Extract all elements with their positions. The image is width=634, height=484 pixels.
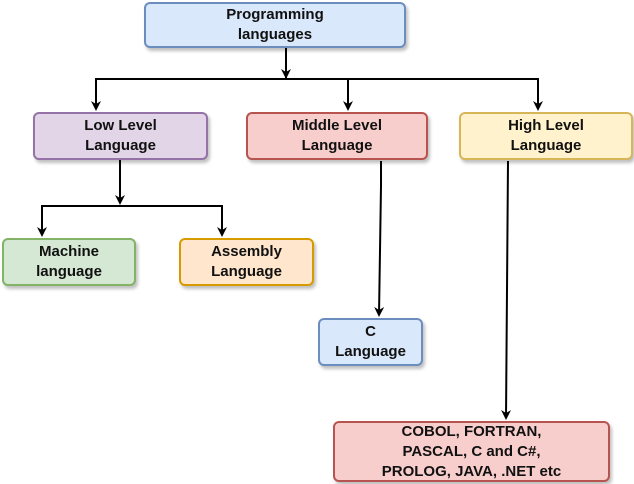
node-label: Machine language [36, 243, 102, 280]
edge-high-to-list [501, 160, 512, 420]
node-label: Assembly Language [211, 243, 282, 280]
node-middle-level-language: Middle Level Language [246, 112, 428, 160]
node-label: COBOL, FORTRAN, PASCAL, C and C#, PROLOG… [381, 422, 562, 480]
node-label: High Level Language [508, 117, 584, 154]
node-label: Low Level Language [84, 117, 157, 154]
node-programming-languages: Programming languages [144, 2, 406, 48]
node-high-level-language: High Level Language [459, 112, 633, 160]
edge-root-to-middle [286, 78, 353, 111]
edge-low-to-assembly [120, 205, 227, 237]
edge-low-to-machine [37, 205, 120, 237]
node-machine-language: Machine language [2, 238, 136, 286]
node-c-language: C Language [318, 318, 423, 366]
node-label: C Language [335, 323, 406, 360]
edge-root-to-low [91, 48, 287, 111]
edge-root-to-high [286, 78, 543, 111]
node-low-level-language: Low Level Language [33, 112, 208, 160]
node-assembly-language: Assembly Language [179, 238, 314, 286]
node-label: Programming languages [226, 6, 324, 43]
edge-middle-to-c [374, 161, 385, 317]
node-high-level-examples: COBOL, FORTRAN, PASCAL, C and C#, PROLOG… [333, 421, 610, 482]
node-label: Middle Level Language [291, 117, 383, 154]
